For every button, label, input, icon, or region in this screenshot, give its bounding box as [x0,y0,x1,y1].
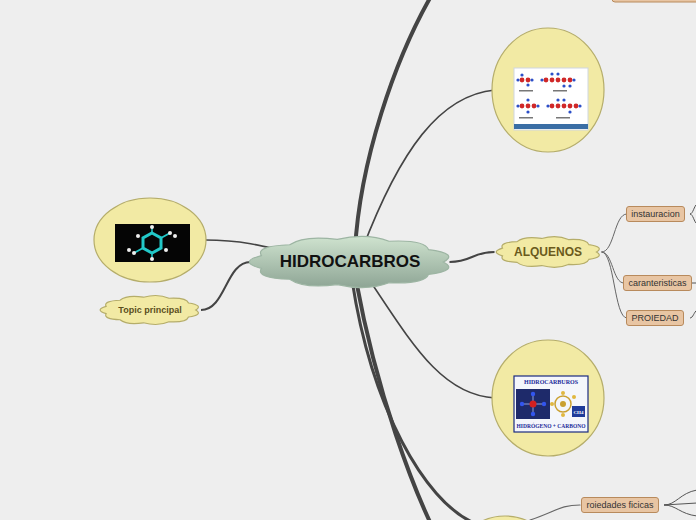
picture-label: HIDRÓGENO + CARBONO [517,423,586,429]
branch-line [356,280,430,520]
central-topic: HIDROCARBROS [245,232,456,292]
picture-label: HIDROCARBUROS [524,379,578,385]
branch-line [352,280,472,520]
subtopic-text: caranteristicas [628,278,686,288]
picture-label: CH4 [574,409,584,414]
subtopic-text: PROIEDAD [631,313,678,323]
benzene-picture [115,224,190,262]
subtopic-text: instauracion [631,209,680,219]
topic-cloud: ALQUENOS [494,234,603,270]
connector [450,252,495,262]
branch-line [530,505,580,520]
poster-picture [514,376,588,432]
stub-lines [664,204,696,516]
image-cloud [492,28,604,152]
topic-text: HIDROCARBROS [280,252,421,272]
cut-box [612,0,696,2]
branch-line [366,275,495,398]
image-cloud [492,340,604,456]
subtopic-text: roiedades ficicas [586,500,653,510]
image-clouds [94,28,604,520]
branch-line [355,0,430,250]
image-cloud [463,516,547,520]
subtopic-box: instauracion [626,206,685,222]
branch-line [362,90,495,250]
subtopic-box: caranteristicas [623,275,692,291]
topic-text: ALQUENOS [514,245,582,259]
image-cloud [94,198,206,282]
subtopic-box: roiedades ficicas [581,497,659,513]
subtopic-box: PROIEDAD [626,310,684,326]
connector [201,262,251,310]
topic-text: Topic principal [118,305,181,315]
topic-cloud: Topic principal [98,293,202,327]
molecules-picture [514,68,588,130]
connector [602,214,628,252]
